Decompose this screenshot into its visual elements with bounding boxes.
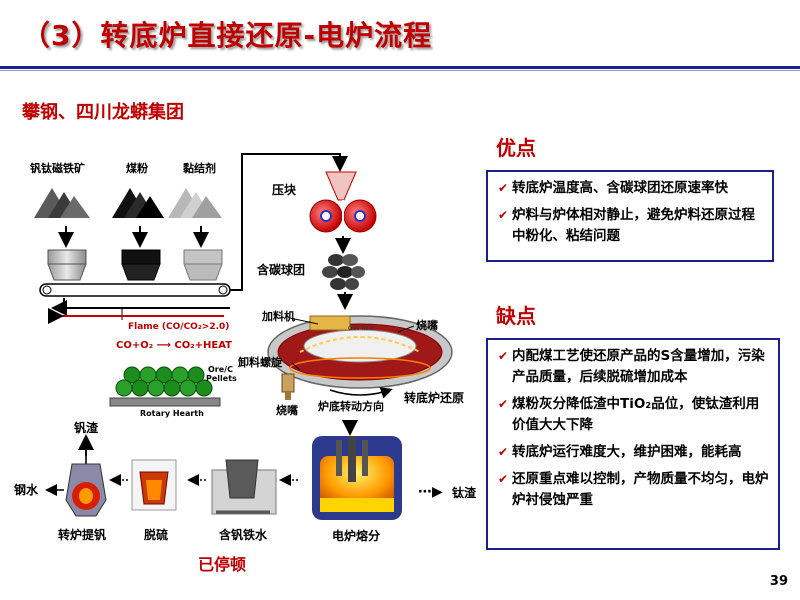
ore-pile-icon bbox=[34, 188, 90, 218]
label-furnace-melt: 电炉熔分 bbox=[332, 528, 380, 543]
coal-bin-icon bbox=[121, 249, 161, 281]
material-label-coal: 煤粉 bbox=[126, 161, 148, 175]
title-underline-thin bbox=[0, 70, 800, 71]
label-burner-bottom: 烧嘴 bbox=[276, 403, 298, 417]
label-discharge-screw: 卸料螺旋 bbox=[238, 355, 283, 369]
inset-hearth-label: Rotary Hearth bbox=[140, 409, 204, 418]
advantages-box: 转底炉温度高、含碳球团还原速率快 炉料与炉体相对静止，避免炉料还原过程中粉化、粘… bbox=[486, 170, 774, 262]
pellets-icon bbox=[322, 254, 365, 290]
label-rotation-direction: 炉底转动方向 bbox=[318, 399, 384, 413]
label-converter: 转炉提钒 bbox=[58, 527, 106, 542]
inset-ore-label: Ore/C bbox=[208, 365, 233, 374]
disadvantage-item: 内配煤工艺使还原产品的S含量增加，污染产品质量，后续脱硫增加成本 bbox=[498, 346, 770, 388]
label-desulf: 脱硫 bbox=[144, 527, 168, 542]
briquetting-press-icon bbox=[309, 171, 377, 233]
label-ti-slag: 钛渣 bbox=[452, 485, 477, 500]
inset-flame-label: Flame (CO/CO₂>2.0) bbox=[128, 322, 229, 332]
burner-icon bbox=[281, 373, 295, 400]
label-pellets: 含碳球团 bbox=[257, 262, 305, 277]
binder-bin-icon bbox=[183, 249, 223, 281]
hot-metal-ladle-icon bbox=[211, 459, 277, 515]
label-burner-top: 烧嘴 bbox=[416, 318, 438, 332]
inset-pellet-bed bbox=[109, 366, 221, 407]
inset-reaction-label: CO+O₂ ⟶ CO₂+HEAT bbox=[116, 340, 232, 351]
label-v-hot-metal: 含钒铁水 bbox=[219, 527, 268, 542]
advantage-item: 炉料与炉体相对静止，避免炉料还原过程中粉化、粘结问题 bbox=[498, 205, 764, 247]
rotary-hearth-furnace-icon: Gas flow bbox=[267, 315, 453, 389]
converter-icon bbox=[65, 446, 107, 517]
ore-bin-icon bbox=[47, 249, 87, 281]
disadvantages-box: 内配煤工艺使还原产品的S含量增加，污染产品质量，后续脱硫增加成本 煤粉灰分降低渣… bbox=[486, 338, 780, 550]
inset-pellets-label: Pellets bbox=[206, 374, 237, 383]
label-steel: 钢水 bbox=[14, 482, 39, 497]
advantage-item: 转底炉温度高、含碳球团还原速率快 bbox=[498, 178, 764, 199]
binder-pile-icon bbox=[168, 188, 222, 218]
label-briquetting: 压块 bbox=[272, 182, 297, 197]
label-rhf: 转底炉还原 bbox=[404, 390, 464, 405]
advantages-heading: 优点 bbox=[496, 136, 536, 160]
material-label-ore: 钒钛磁铁矿 bbox=[30, 161, 85, 175]
page-number: 39 bbox=[769, 574, 788, 589]
inset-gas-flow: Gas flow bbox=[348, 325, 374, 332]
electric-furnace-icon bbox=[312, 436, 402, 520]
slag-output-arrow: ⋯▶ bbox=[418, 484, 443, 500]
desulfurization-icon bbox=[131, 459, 177, 511]
label-v-slag: 钒渣 bbox=[74, 420, 99, 435]
disadvantage-item: 还原重点难以控制，产物质量不均匀，电炉炉衬侵蚀严重 bbox=[498, 469, 770, 511]
process-flow-diagram: 钒钛磁铁矿 煤粉 黏结剂 压块 bbox=[14, 153, 477, 574]
label-stopped: 已停顿 bbox=[198, 555, 246, 574]
disadvantage-item: 煤粉灰分降低渣中TiO₂品位，使钛渣利用价值大大下降 bbox=[498, 394, 770, 436]
coal-pile-icon bbox=[112, 188, 164, 218]
material-label-binder: 黏结剂 bbox=[183, 161, 216, 175]
disadvantages-heading: 缺点 bbox=[496, 304, 536, 328]
page-title: （3）转底炉直接还原-电炉流程 bbox=[22, 19, 433, 52]
label-charger: 加料机 bbox=[261, 309, 295, 323]
conveyor-belt bbox=[39, 283, 231, 297]
disadvantage-item: 转底炉运行难度大，维护困难，能耗高 bbox=[498, 442, 770, 463]
company-subtitle: 攀钢、四川龙蟒集团 bbox=[22, 102, 184, 123]
title-underline bbox=[0, 66, 800, 69]
